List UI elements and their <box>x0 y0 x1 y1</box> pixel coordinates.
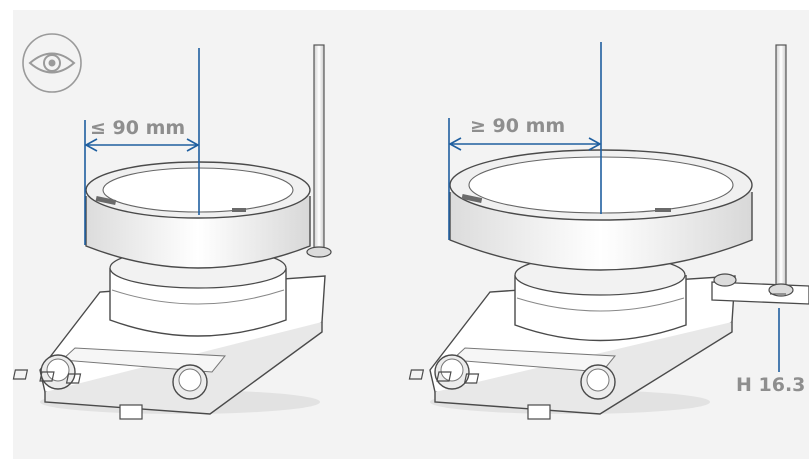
left-stirrer <box>12 44 332 420</box>
right-stand-rod <box>775 44 787 291</box>
left-dimension-label: ≤ 90 mm <box>90 117 186 139</box>
part-number-label: H 16.3 <box>736 374 806 396</box>
right-stirrer <box>408 44 809 420</box>
left-stand-rod <box>313 44 325 251</box>
left-dimension <box>84 48 200 245</box>
right-dimension <box>448 42 602 240</box>
eye-icon <box>22 33 82 93</box>
right-dimension-label: ≥ 90 mm <box>470 115 566 137</box>
